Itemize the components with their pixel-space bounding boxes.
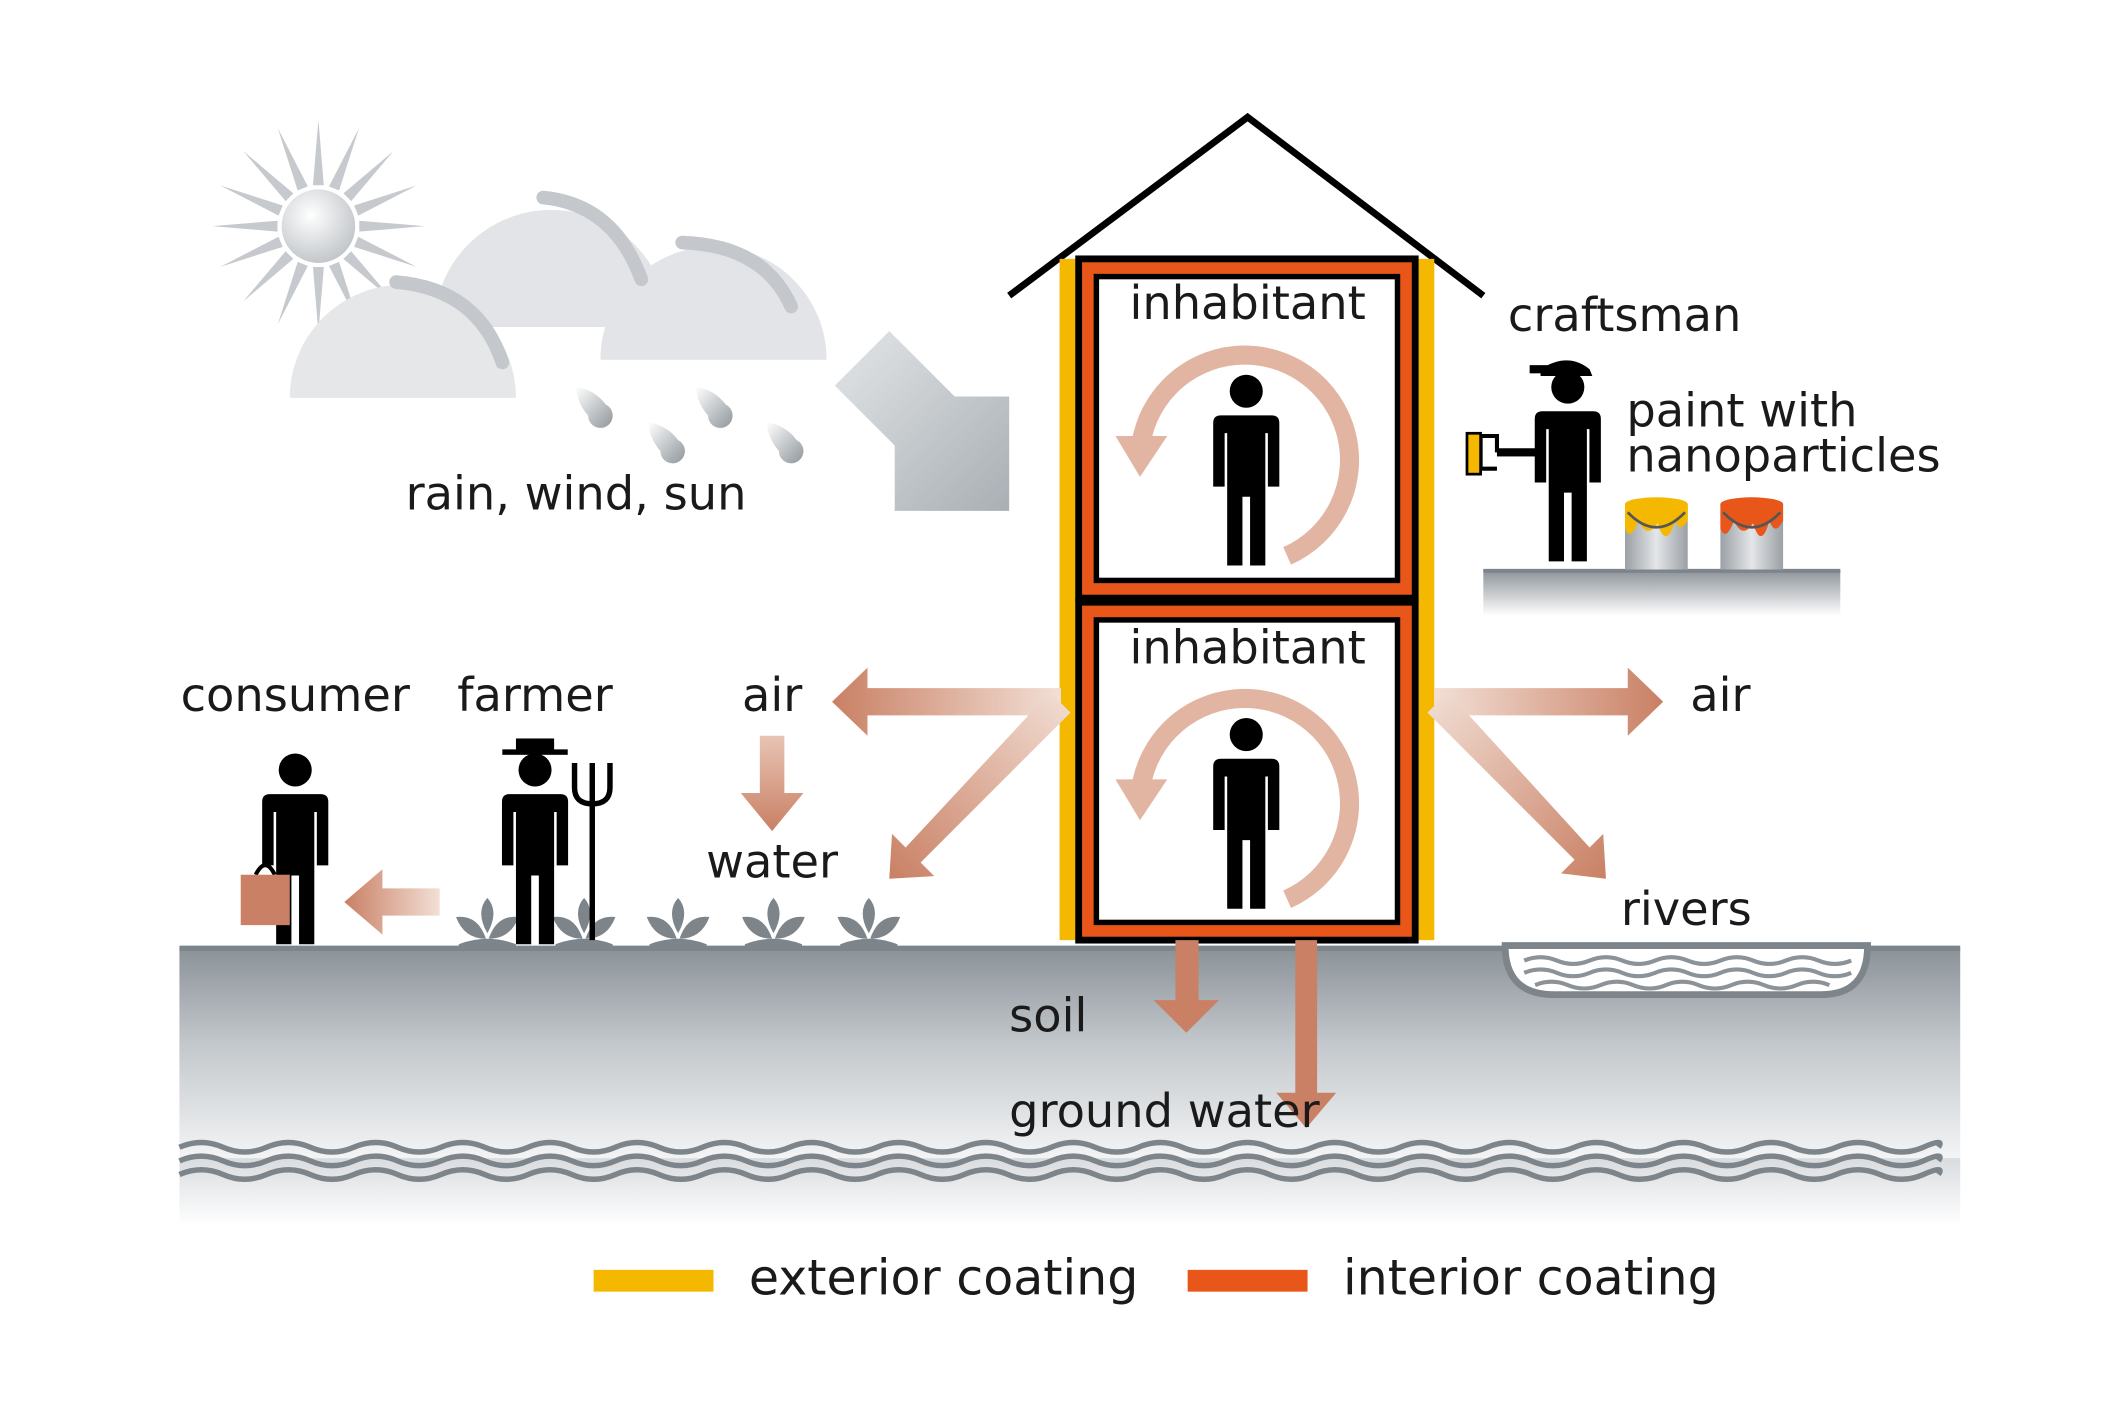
craftsman-label: craftsman <box>1508 288 1742 342</box>
raindrop-icon <box>575 386 804 464</box>
pitchfork-icon <box>571 763 613 941</box>
plant-icon <box>646 897 710 950</box>
paint-label-line1: paint with <box>1626 383 1857 437</box>
weather-label: rain, wind, sun <box>406 467 747 521</box>
cloud-icon <box>289 190 827 398</box>
river-emission-arrow <box>1427 692 1606 879</box>
legend-exterior-label: exterior coating <box>749 1248 1138 1306</box>
farmer-person-icon <box>501 738 569 945</box>
river-basin <box>1501 942 1871 999</box>
air-emission-arrow-right <box>1434 667 1664 736</box>
legend-interior-label: interior coating <box>1343 1248 1719 1306</box>
soil-emission-arrow <box>1153 940 1220 1033</box>
exterior-coating-right <box>1415 258 1435 941</box>
air-right-label: air <box>1690 668 1751 722</box>
water-emission-arrow-left <box>889 692 1071 879</box>
paint-roller-icon <box>1465 431 1541 476</box>
plant-icon <box>552 897 616 950</box>
farmer-label: farmer <box>457 668 614 722</box>
plant-icon <box>742 897 805 950</box>
air-emission-arrow-left <box>832 667 1061 736</box>
exposure-cycle-arrow-top <box>1115 345 1360 565</box>
groundwater-waves <box>179 1139 1940 1179</box>
exterior-coating-left <box>1059 258 1079 941</box>
paint-label-line2: nanoparticles <box>1626 428 1940 482</box>
plant-icon <box>456 897 519 950</box>
shopping-bag-icon <box>240 863 290 926</box>
exposure-cycle-arrow-bottom <box>1115 688 1360 908</box>
paint-bucket-icon <box>1625 497 1688 570</box>
food-chain-arrow <box>344 869 440 935</box>
legend: exterior coating interior coating <box>593 1248 1719 1306</box>
rivers-label: rivers <box>1621 882 1752 936</box>
legend-exterior-swatch <box>593 1269 714 1292</box>
air-to-water-arrow <box>740 735 804 832</box>
craftsman-shelf <box>1483 568 1841 616</box>
sun-icon <box>212 119 425 333</box>
legend-interior-swatch <box>1187 1269 1308 1292</box>
plant-icon <box>837 897 901 950</box>
inhabitant-bottom-label: inhabitant <box>1129 621 1365 675</box>
paint-bucket-icon <box>1720 497 1784 570</box>
ground-water-label: ground water <box>1009 1084 1320 1138</box>
air-left-label: air <box>742 668 803 722</box>
weather-impact-arrow <box>834 331 1010 511</box>
inhabitant-top-label: inhabitant <box>1129 276 1365 330</box>
consumer-label: consumer <box>181 668 411 722</box>
groundwater-emission-arrow <box>1276 940 1337 1129</box>
water-label: water <box>706 834 839 888</box>
craftsman-person-icon <box>1529 360 1601 562</box>
soil-label: soil <box>1009 988 1087 1042</box>
roof <box>1007 112 1486 299</box>
